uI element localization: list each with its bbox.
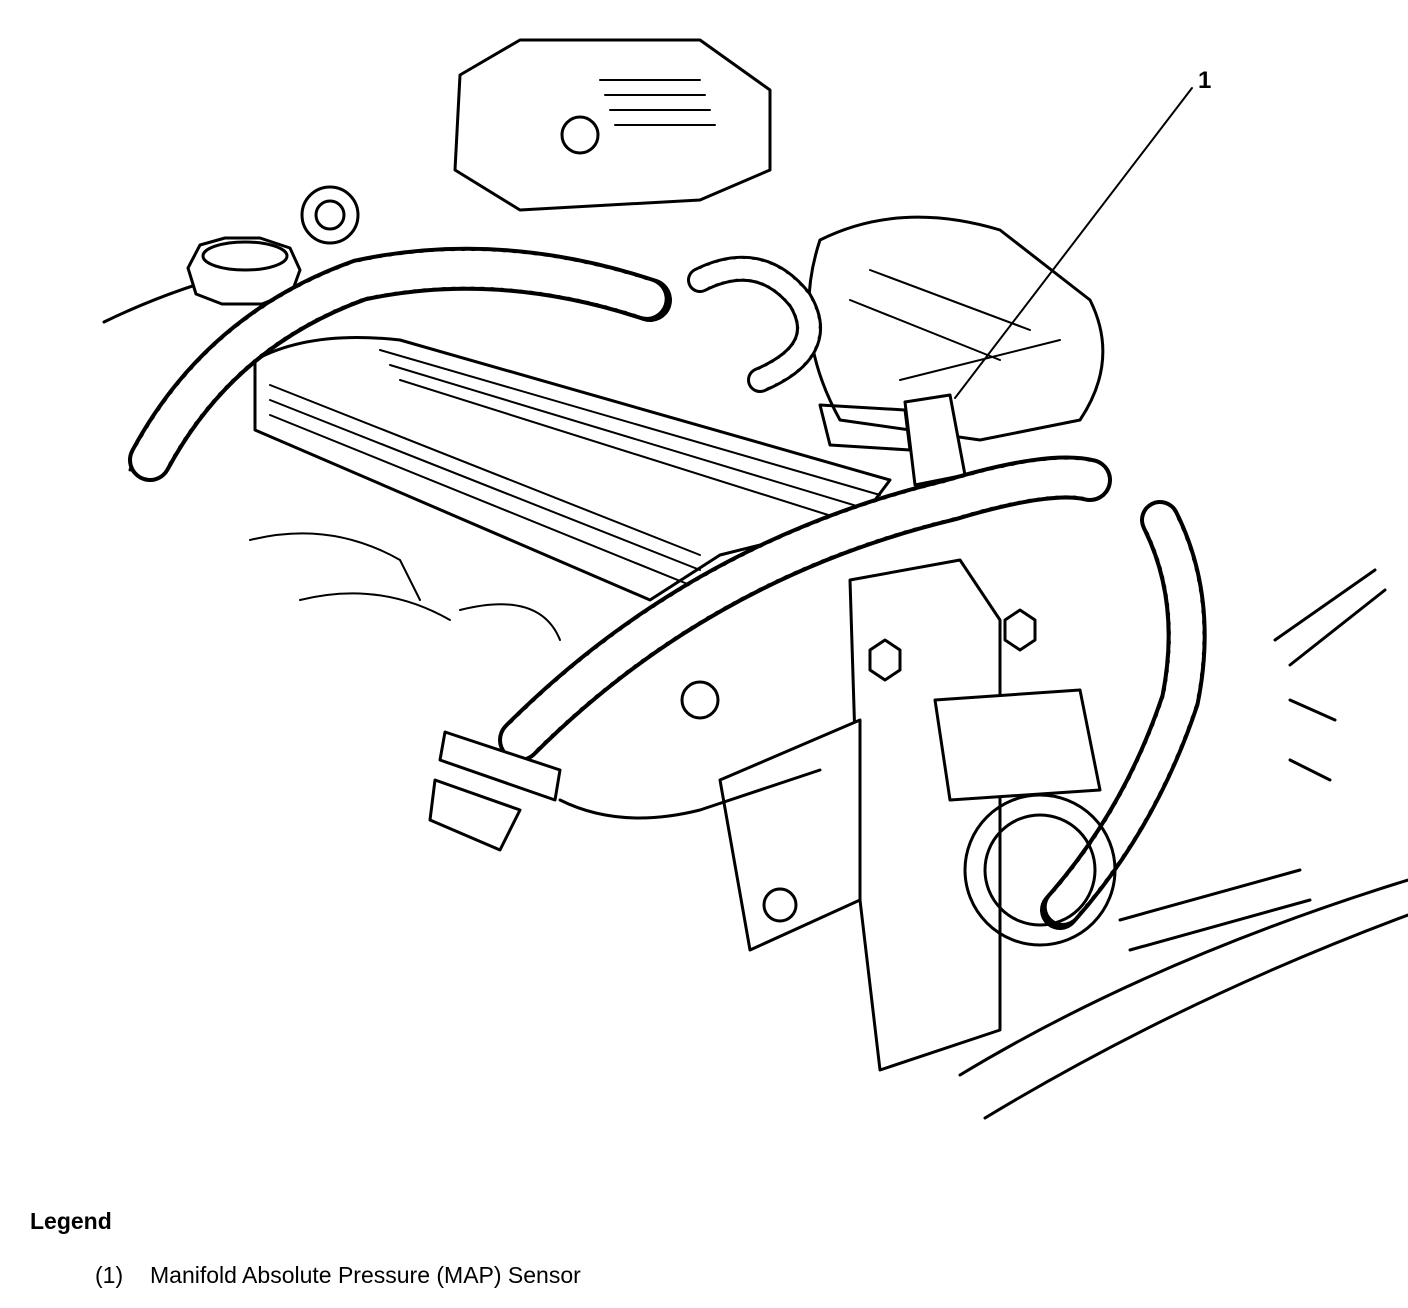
fuel-lines: [558, 568, 1387, 952]
valve-cover: [249, 336, 892, 641]
engine-illustration: 1: [102, 38, 1408, 1120]
callout-1-leader: [954, 87, 1193, 399]
oil-filler-cap: [186, 236, 302, 306]
callout-1: 1: [954, 67, 1211, 399]
map-sensor: [818, 393, 967, 487]
legend-heading: Legend: [30, 1208, 112, 1234]
legend-item: (1) Manifold Absolute Pressure (MAP) Sens…: [95, 1262, 581, 1289]
alternator: [300, 38, 772, 245]
legend-item-label: Manifold Absolute Pressure (MAP) Sensor: [150, 1262, 581, 1288]
legend-item-number: (1): [95, 1262, 124, 1288]
callout-1-number: 1: [1198, 67, 1211, 94]
throttle-body: [680, 558, 1117, 1072]
wiring-harness: [128, 246, 1207, 930]
